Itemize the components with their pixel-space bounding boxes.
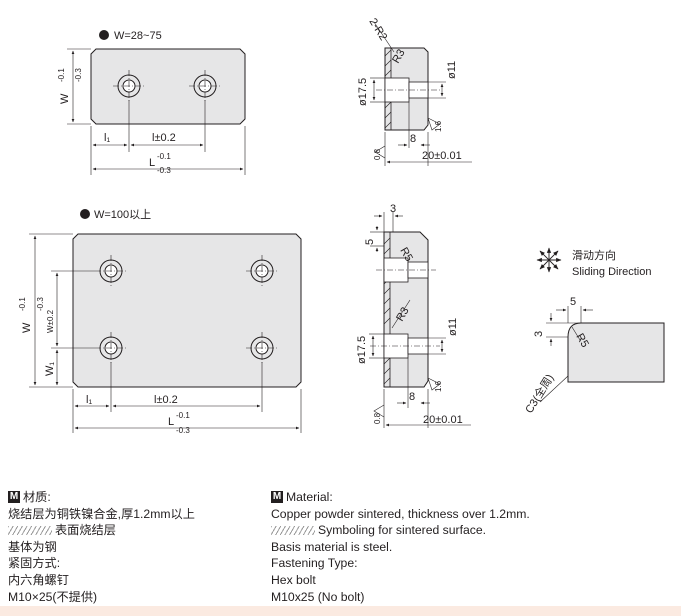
top-side-hole-label: ø11 (446, 61, 458, 79)
bottom-bolt-hole-top-left (95, 255, 127, 287)
notes-cn-line6: M10×25(不提供) (8, 589, 98, 604)
notes-en-line3: Basis material is steel. (271, 539, 393, 554)
top-bolt-hole-left (113, 70, 145, 102)
bottom-side-view: 3 5 R5 R3 ø17.5 ø11 8 1.6 0.8 (356, 203, 471, 428)
top-w-tol-lower: -0.3 (74, 68, 83, 82)
bottom-w-tol-lower: -0.3 (36, 297, 45, 311)
bottom-w-label: W (21, 322, 33, 333)
notes-cn-line2: 表面烧结层 (55, 523, 116, 538)
notes-cn-line5: 内六角螺钉 (8, 572, 69, 587)
top-side-counterbore-label: ø17.5 (357, 78, 369, 106)
bottom-plate-view: W=100以上 W -0 (18, 208, 302, 435)
bullet-icon (99, 30, 109, 40)
bottom-pitch-label: l±0.2 (154, 394, 178, 406)
material-badge-icon: M (8, 491, 20, 504)
detail-dim5-label: 5 (570, 296, 576, 308)
detail-c3-label: C3(全周) (522, 371, 557, 415)
bottom-width-note: W=100以上 (94, 208, 151, 221)
bottom-bolt-hole-bottom-right (246, 332, 278, 364)
corner-detail: 5 3 R5 C3(全周) (522, 296, 665, 416)
bottom-w1-label: W₁ (44, 362, 56, 376)
bottom-side-flat-label: 8 (409, 391, 415, 403)
top-plate-view: W=28~75 W -0.1 -0.3 l₁ l±0.2 (57, 30, 246, 175)
top-side-roughness-label: 0.8 (373, 148, 382, 160)
bottom-side-counterbore-label: ø17.5 (356, 336, 368, 364)
sliding-title-en: Sliding Direction (572, 266, 651, 278)
notes-en-line4: Fastening Type: (271, 556, 358, 571)
sliding-direction: 滑动方向 Sliding Direction (536, 247, 651, 278)
top-bolt-hole-right (189, 70, 221, 102)
bottom-side-dim5-label: 5 (364, 239, 376, 245)
top-side-view: 2-R2 R3 ø17.5 ø11 8 1.6 0.8 20±0.01 (357, 16, 472, 166)
bottom-bolt-hole-bottom-left (95, 332, 127, 364)
notes-cn-heading: 材质: (23, 490, 51, 504)
sintered-surface-symbol-icon (8, 525, 52, 535)
top-w-label: W (59, 93, 71, 104)
bottom-l-tol-upper: -0.1 (176, 411, 190, 420)
sintered-surface-symbol-icon (271, 525, 315, 535)
bottom-l-tol-lower: -0.3 (176, 426, 190, 435)
bottom-side-finish-label: 1.6 (434, 380, 443, 392)
notes-en-heading: Material: (286, 490, 333, 504)
bottom-bolt-hole-top-right (246, 255, 278, 287)
bottom-side-hole-label: ø11 (447, 318, 459, 336)
top-l-tol-upper: -0.1 (157, 152, 171, 161)
bottom-side-roughness-label: 0.8 (373, 412, 382, 424)
notes-en-line5: Hex bolt (271, 572, 316, 587)
top-side-finish-label: 1.6 (434, 120, 443, 132)
bottom-side-dim3-label: 3 (390, 203, 396, 215)
sliding-direction-icon (536, 247, 562, 273)
top-w-tol-upper: -0.1 (57, 68, 66, 82)
sliding-title-cn: 滑动方向 (572, 248, 616, 262)
corner-detail-body (567, 322, 665, 383)
detail-dim3-label: 3 (533, 331, 545, 337)
footer-bar (0, 606, 681, 616)
bottom-plate-body (72, 233, 302, 388)
bottom-side-thickness-label: 20±0.01 (423, 414, 463, 426)
top-l-tol-lower: -0.3 (157, 166, 171, 175)
top-side-thickness-label: 20±0.01 (422, 150, 462, 162)
top-pitch-label: l±0.2 (152, 132, 176, 144)
top-side-chamfer-label: 2-R2 (366, 16, 389, 43)
notes-cn-line3: 基体为钢 (8, 539, 57, 554)
bottom-l1-label: l₁ (86, 394, 92, 406)
bottom-w-tol-upper: -0.1 (18, 297, 27, 311)
top-l1-label: l₁ (104, 132, 110, 144)
notes-cn-line1: 烧结层为铜铁镍合金,厚1.2mm以上 (8, 506, 195, 521)
top-length-label: L (149, 157, 155, 169)
top-width-note: W=28~75 (114, 30, 162, 42)
bottom-length-label: L (168, 416, 174, 428)
material-badge-icon: M (271, 491, 283, 504)
notes-en-line1: Copper powder sintered, thickness over 1… (271, 506, 530, 521)
bullet-icon (80, 209, 90, 219)
top-side-flat-label: 8 (410, 133, 416, 145)
notes-en-line6: M10x25 (No bolt) (271, 589, 365, 604)
notes-cn-line4: 紧固方式: (8, 556, 61, 571)
bottom-w-pitch-label: W±0.2 (46, 309, 55, 333)
notes-en-line2: Symboling for sintered surface. (318, 523, 486, 538)
top-plate-body (90, 48, 246, 125)
